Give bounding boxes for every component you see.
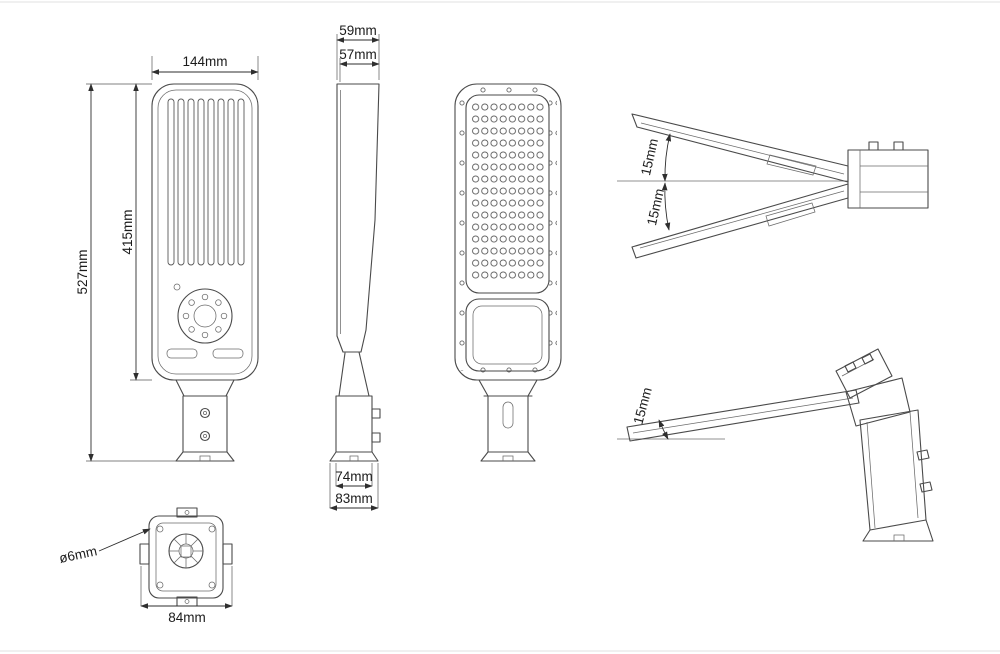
mount-knuckle (835, 348, 911, 427)
front-view (454, 83, 562, 462)
pole-clamp-bracket (847, 141, 929, 209)
screw-column-right (549, 95, 557, 371)
heatsink-ribs (166, 98, 246, 266)
screw-column-left (458, 95, 466, 371)
dim-label-hole-diameter: ø6mm (58, 543, 99, 566)
arm-bolt (199, 430, 211, 442)
dim-label-arm-width: 74mm (335, 469, 373, 484)
side-profile (336, 83, 380, 353)
clamp-bolt (868, 141, 879, 151)
rear-mount-plate (177, 288, 233, 344)
installed-tilt-view: 15mm (617, 348, 934, 542)
side-view: 59mm 57mm 74mm 83mm (329, 23, 381, 511)
vent-slot (166, 348, 198, 359)
dim-bracket-width: 84mm (140, 566, 233, 625)
dim-head-width: 144mm (151, 54, 259, 80)
dim-head-height: 415mm (120, 83, 152, 381)
dim-label-install-tilt: 15mm (631, 386, 655, 426)
mount-hole (208, 581, 216, 589)
driver-cover (465, 298, 550, 372)
dim-install-tilt: 15mm (631, 386, 669, 440)
front-mount-arm (478, 379, 538, 462)
lamp-tilted-up (631, 113, 849, 183)
dim-label-head-width: 144mm (182, 54, 227, 69)
arm-bolt (199, 407, 211, 419)
led-array (471, 101, 544, 281)
dim-label-side-depth-inner: 57mm (339, 47, 377, 62)
side-ear-left (139, 543, 150, 565)
top-tab (176, 507, 198, 518)
bracket-outline (139, 507, 233, 607)
vent-slot (212, 348, 244, 359)
dim-label-bracket-width: 84mm (168, 610, 206, 625)
dim-label-tilt-up: 15mm (638, 137, 661, 177)
dim-side-depth-inner: 57mm (339, 47, 380, 82)
tilt-adjust-view: 15mm 15mm (617, 113, 929, 259)
rear-view: 144mm 527mm 415mm (75, 54, 259, 462)
screw-row-top (470, 87, 546, 95)
bracket-hub (168, 533, 204, 569)
dim-tilt-up: 15mm (638, 133, 672, 182)
dim-overall-height: 527mm (75, 83, 176, 462)
mount-hole (208, 525, 216, 533)
dim-tilt-down: 15mm (644, 182, 671, 231)
side-ear-right (222, 543, 233, 565)
dim-label-arm-base-width: 83mm (335, 491, 373, 506)
rear-head-housing (151, 83, 259, 381)
socket-bolt (916, 449, 930, 461)
mount-hole (156, 525, 164, 533)
dim-label-overall-height: 527mm (75, 249, 90, 294)
side-bolt (371, 432, 381, 443)
socket-bolt (919, 481, 933, 493)
screw-row-bottom (470, 366, 546, 374)
arm-slot (502, 401, 514, 429)
rear-mount-arm (175, 379, 235, 462)
dim-label-side-depth-outer: 59mm (339, 23, 377, 38)
dim-hole-diameter: ø6mm (58, 528, 151, 566)
knuckle-bolt (844, 361, 857, 373)
dim-arm-width: 74mm (335, 463, 373, 489)
clamp-bolt (893, 141, 904, 151)
knuckle-bolt (861, 353, 874, 365)
pole-socket (859, 409, 934, 542)
led-panel-frame (465, 94, 550, 294)
bottom-view: ø6mm 84mm (58, 507, 233, 625)
dim-label-tilt-down: 15mm (644, 187, 667, 227)
front-housing (454, 83, 562, 381)
side-mount-arm (329, 351, 381, 462)
tilted-lamp-body (626, 389, 860, 442)
dim-label-head-height: 415mm (120, 209, 135, 254)
dim-arm-base-width: 83mm (329, 463, 379, 511)
dim-side-depth-outer: 59mm (336, 23, 380, 80)
mount-hole (156, 581, 164, 589)
side-bolt (371, 408, 381, 419)
screw-hole (173, 283, 181, 291)
